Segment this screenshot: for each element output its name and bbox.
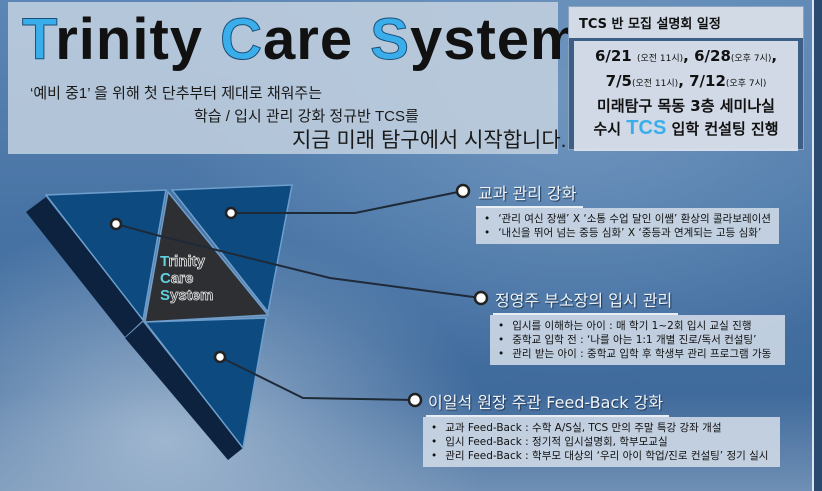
subtitle-line2: 학습 / 입시 관리 강화 정규반 TCS를 bbox=[194, 108, 419, 125]
right-border bbox=[812, 0, 822, 491]
title-panel: Trinity Care System ‘예비 중1’ 을 위해 첫 단추부터 … bbox=[8, 2, 582, 154]
subtitle-line3: 지금 미래 탐구에서 시작합니다. bbox=[292, 129, 567, 152]
dark-bar-lower bbox=[125, 322, 243, 460]
triangle-center bbox=[144, 190, 270, 323]
dot-marker bbox=[455, 183, 471, 199]
dot-marker bbox=[473, 290, 489, 306]
list-item: ‘내신을 뛰어 넘는 중등 심화’ X ‘중등과 연계되는 고등 심화’ bbox=[484, 226, 771, 240]
list-item: 교과 Feed-Back : 수학 A/S실, TCS 만의 주말 특강 강좌 … bbox=[431, 421, 768, 435]
list-item: 입시 Feed-Back : 정기적 입시설명회, 학부모교실 bbox=[431, 435, 768, 449]
schedule-heading: TCS 반 모집 설명회 일정 bbox=[569, 7, 803, 38]
section-list-subject: ‘관리 여신 장쌤’ X ‘소통 수업 달인 이쌤’ 환상의 콜라보레이션 ‘내… bbox=[476, 208, 779, 244]
list-item: ‘관리 여신 장쌤’ X ‘소통 수업 달인 이쌤’ 환상의 콜라보레이션 bbox=[484, 212, 771, 226]
dot-marker bbox=[224, 206, 238, 220]
triangle-bottom bbox=[143, 317, 267, 450]
section-list-admission: 입시를 이해하는 아이 : 매 학기 1~2회 입시 교실 진행 중학교 입학 … bbox=[490, 315, 786, 365]
connector-line-2 bbox=[115, 223, 482, 299]
tcs-logo: Trinity Care System bbox=[160, 253, 214, 305]
section-heading-feedback: 이일석 원장 주관 Feed-Back 강화 bbox=[426, 389, 670, 417]
section-heading-admission: 정영주 부소장의 입시 관리 bbox=[493, 287, 679, 315]
dark-bar-upper bbox=[26, 197, 143, 337]
schedule-location: 미래탐구 목동 3층 세미나실 bbox=[597, 97, 775, 115]
subtitle-line1: ‘예비 중1’ 을 위해 첫 단추부터 제대로 채워주는 bbox=[30, 85, 323, 102]
dot-marker bbox=[109, 217, 123, 231]
dot-marker bbox=[407, 392, 423, 408]
list-item: 관리 받는 아이 : 중학교 입학 후 학생부 관리 프로그램 가동 bbox=[498, 347, 771, 361]
schedule-consult: 수시 TCS 입학 컨설팅 진행 bbox=[593, 117, 779, 139]
triangle-left bbox=[44, 189, 167, 322]
section-list-feedback: 교과 Feed-Back : 수학 A/S실, TCS 만의 주말 특강 강좌 … bbox=[423, 417, 781, 467]
list-item: 중학교 입학 전 : ‘나를 아는 1:1 개별 진로/독서 컨설팅’ bbox=[498, 333, 771, 347]
schedule-body: 6/21 (오전 11시), 6/28(오후 7시), 7/5(오전 11시),… bbox=[574, 41, 798, 151]
schedule-panel: TCS 반 모집 설명회 일정 6/21 (오전 11시), 6/28(오후 7… bbox=[568, 6, 804, 151]
dot-marker bbox=[213, 350, 227, 364]
section-heading-subject: 교과 관리 강화 bbox=[476, 180, 583, 208]
list-item: 관리 Feed-Back : 학부모 대상의 ‘우리 아이 학업/진로 컨설팅’… bbox=[431, 449, 768, 463]
connector-line-1 bbox=[231, 190, 464, 214]
list-item: 입시를 이해하는 아이 : 매 학기 1~2회 입시 교실 진행 bbox=[498, 319, 771, 333]
connector-line-3 bbox=[219, 356, 416, 401]
main-title: Trinity Care System bbox=[21, 7, 583, 73]
